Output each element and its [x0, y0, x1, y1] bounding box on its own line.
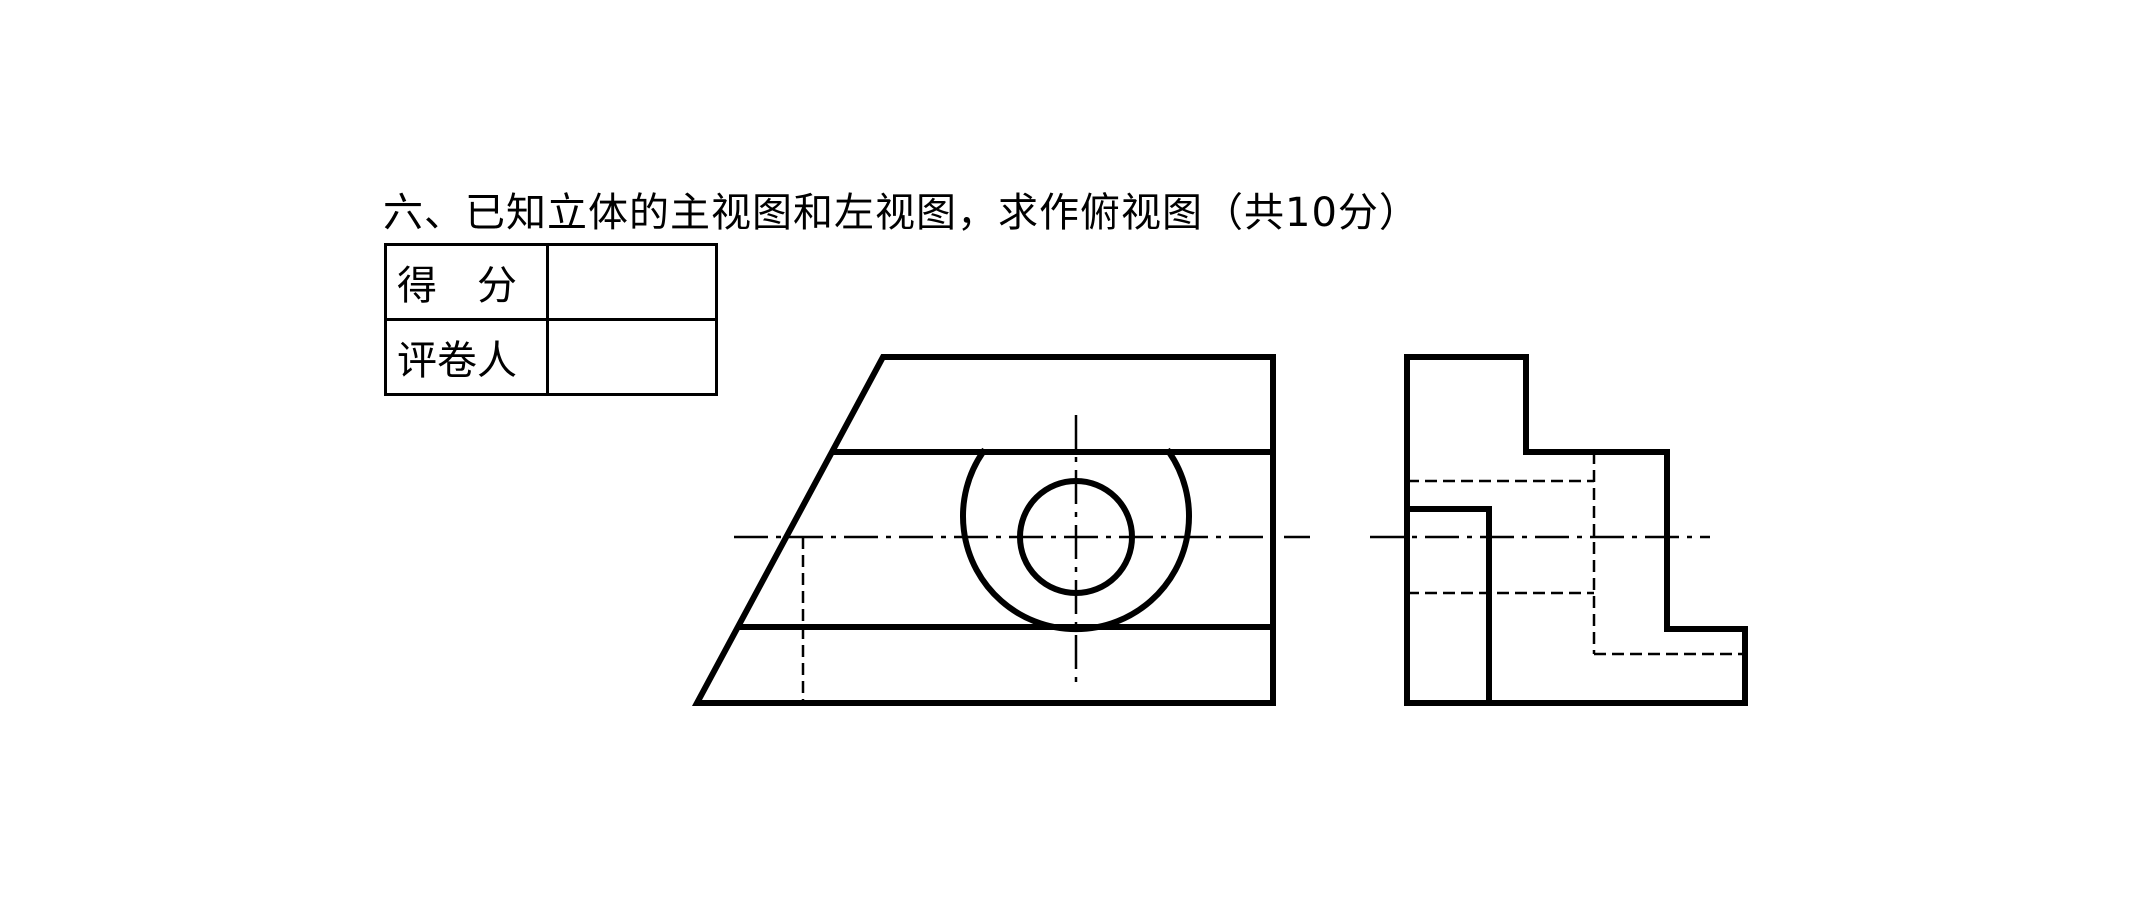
- grader-value-cell[interactable]: [546, 318, 718, 396]
- score-label: 得 分: [384, 243, 549, 321]
- question-title: 六、已知立体的主视图和左视图，求作俯视图（共10分）: [383, 190, 1420, 236]
- score-row: 得 分: [384, 243, 718, 321]
- score-table: 得 分 评卷人: [384, 243, 718, 396]
- grader-label: 评卷人: [384, 318, 549, 396]
- left-view-slot-outline: [1404, 506, 1492, 706]
- front-view: [691, 354, 1310, 706]
- front-view-outer-arc: [960, 447, 1192, 633]
- score-value-cell[interactable]: [546, 243, 718, 321]
- left-view-outline: [1404, 354, 1748, 706]
- left-view: [1370, 354, 1748, 706]
- front-view-outline: [691, 354, 1276, 706]
- grader-row: 评卷人: [384, 318, 718, 396]
